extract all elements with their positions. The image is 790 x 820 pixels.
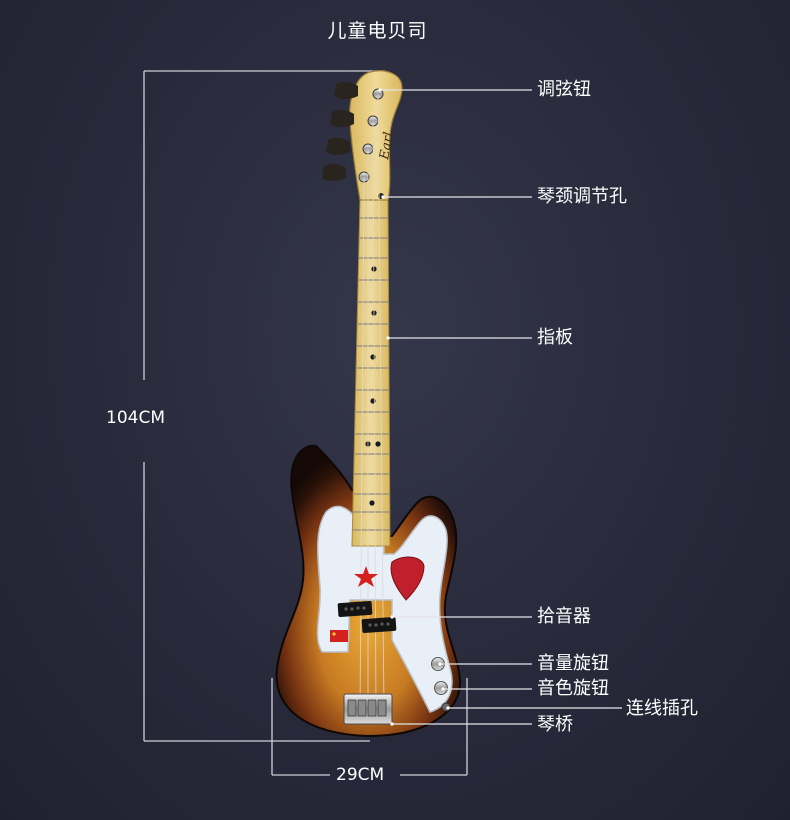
frets [353,217,390,531]
control-knobs [431,657,448,695]
label-tone-knob: 音色旋钮 [537,678,609,699]
label-output-jack: 连线插孔 [626,698,698,719]
height-dimension-line [143,70,385,742]
width-dimension-label: 29CM [336,765,385,785]
label-tuner: 调弦钮 [537,79,591,100]
callout-dots [378,88,450,726]
label-volume-knob: 音量旋钮 [537,653,609,674]
label-truss-rod: 琴颈调节孔 [537,186,627,207]
headstock [349,70,403,201]
callout-lines [380,89,622,725]
pick-decal-icon [390,556,425,601]
tuner-pegs [322,81,358,181]
star-decal-icon [354,566,378,587]
flag-decal-icon [330,630,348,642]
label-fretboard: 指板 [537,327,573,348]
pickups [337,600,397,634]
height-dimension-label: 104CM [106,408,165,428]
bridge-assembly [343,693,393,725]
label-pickup: 拾音器 [537,606,591,627]
brand-logo: Earl [377,131,397,162]
width-dimension-line [271,678,468,776]
page-title: 儿童电贝司 [327,20,428,42]
label-bridge: 琴桥 [537,714,573,735]
strings [359,93,385,713]
